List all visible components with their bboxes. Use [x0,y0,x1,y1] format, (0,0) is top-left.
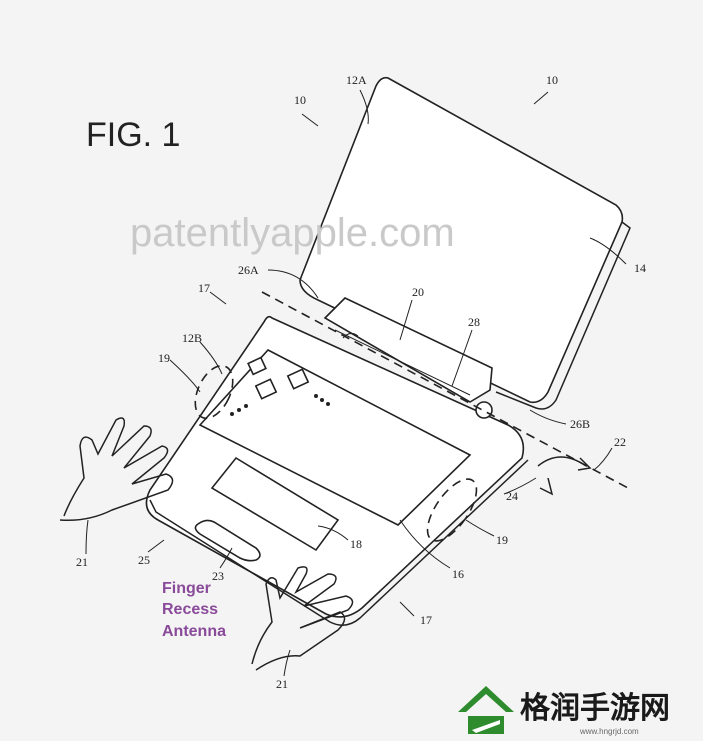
leader-26A [267,269,319,299]
trackpad [210,456,340,552]
leader-18 [317,525,349,541]
leader-12A [359,89,369,125]
leader-lines [85,89,627,677]
leader-10a [301,113,319,127]
antenna-region-left [194,364,234,420]
leader-22 [593,447,613,471]
brand-url: www.hngrjd.com [579,727,639,736]
figure-title: FIG. 1 [86,116,180,154]
base [145,315,529,626]
hinge-block [323,297,493,403]
caption-line-2: Recess [162,601,218,618]
dot-4 [314,394,318,398]
dot-1 [230,412,234,416]
leader-10b [533,91,549,105]
hinge-axis [261,291,629,489]
label-19b: 19 [496,533,508,547]
leader-23 [219,547,233,569]
leader-20 [399,299,413,341]
leader-19a [169,359,201,393]
leader-28 [451,329,473,387]
finger-recess [194,519,261,562]
hinge-knob [475,401,493,419]
label-26B: 26B [570,417,590,431]
label-17b: 17 [420,613,432,627]
label-14: 14 [634,261,646,275]
leader-21b [283,649,291,677]
label-12B: 12B [182,331,202,345]
leader-25 [147,539,165,553]
right-hand-outline [251,566,354,671]
label-22: 22 [614,435,626,449]
rotation-arrow [537,456,587,467]
leader-17b [399,601,415,617]
leader-17a [209,291,227,305]
brand-house-icon [458,686,514,734]
label-25: 25 [138,553,150,567]
leader-14 [589,237,627,265]
label-23: 23 [212,569,224,583]
label-19a: 19 [158,351,170,365]
label-10b: 10 [546,73,558,87]
leader-24 [503,477,537,495]
brand-name: 格润手游网 [520,691,670,726]
dot-2 [237,408,241,412]
label-24: 24 [506,489,518,503]
label-26A: 26A [238,263,259,277]
label-20: 20 [412,285,424,299]
label-12A: 12A [346,73,367,87]
antenna-region-right [426,478,478,542]
left-hand-outline [59,417,174,522]
label-18: 18 [350,537,362,551]
left-hand [59,417,174,522]
label-21b: 21 [276,677,288,691]
caption-line-1: Finger [162,580,211,597]
leader-19b [465,519,495,537]
watermark-text: patentlyapple.com [130,211,455,255]
dot-6 [326,402,330,406]
label-21a: 21 [76,555,88,569]
label-17a: 17 [198,281,210,295]
key-3 [247,356,267,376]
lid-edge [495,221,631,410]
rotation-arrow-head [577,457,592,471]
label-28: 28 [468,315,480,329]
brand-logo: 格润手游网 www.hngrjd.com [452,681,702,739]
label-10a: 10 [294,93,306,107]
leader-16 [399,519,451,569]
rotation-arrow-tail [539,477,554,496]
leader-12B [199,341,223,375]
label-16: 16 [452,567,464,581]
key-2 [286,368,310,390]
caption-line-3: Antenna [162,623,226,640]
dot-3 [244,404,248,408]
reference-numerals: 10 10 12A 14 26A 20 28 17 12B 19 26B 22 … [76,73,646,691]
dot-5 [320,398,324,402]
key-1 [254,378,278,400]
base-side [149,459,529,626]
leader-21a [85,519,89,555]
leader-26B [529,409,567,425]
right-hand [251,566,354,671]
